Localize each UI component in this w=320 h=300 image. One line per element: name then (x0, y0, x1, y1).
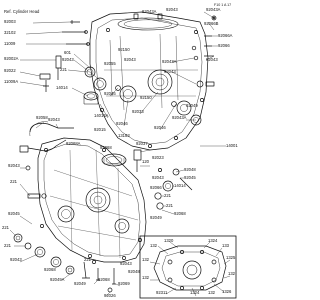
callout-92068-c: 92068 (98, 277, 110, 282)
lower-left-parts (13, 165, 116, 293)
inset-callout-1320: 1320 (164, 238, 174, 243)
callout-92002a: 92002A (4, 56, 19, 61)
inset-callout-1324-b: 1324 (190, 290, 200, 295)
callout-221-a: 221 (60, 67, 67, 72)
callout-92022: 92022 (4, 68, 16, 73)
inset-callout-132-e: 132 (208, 290, 215, 295)
inset-callout-133: 133 (222, 243, 229, 248)
callout-92049-d: 92049 (74, 281, 86, 286)
callout-14001: 14001 (226, 143, 238, 148)
callout-92068-b: 92068 (174, 211, 186, 216)
callout-92066-low: 92066 (150, 185, 162, 190)
callout-92046: 92046 (104, 91, 116, 96)
callout-92055: 92055 (104, 61, 116, 66)
callout-221-c: 221 (166, 203, 173, 208)
seal-and-bearing-parts-right (171, 15, 217, 126)
callout-92026: 92026 (104, 293, 116, 298)
crankcase-drawing (9, 11, 237, 299)
callout-92058: 92058 (36, 115, 48, 120)
callout-92068: 92068 (100, 145, 112, 150)
breather-tube (19, 121, 74, 153)
callout-92049-c: 92049 (150, 215, 162, 220)
inset-callout-92311: 92311 (156, 290, 168, 295)
callout-601: 601 (64, 50, 71, 55)
callout-92046-b: 92046 (116, 121, 128, 126)
callout-92043-tube: 92043 (48, 117, 60, 122)
callout-92068-d: 92068 (44, 267, 56, 272)
leader-lines (9, 11, 226, 297)
callout-92043a-low: 92043A (172, 115, 187, 120)
callout-92043-left: 92043 (8, 163, 20, 168)
callout-92066: 92066 (218, 43, 230, 48)
callout-14014a: 14014A (94, 113, 109, 118)
callout-92037: 92037 (136, 141, 148, 146)
inset-callout-1326: 1326 (222, 289, 232, 294)
callout-92045: 92045 (184, 175, 196, 180)
callout-92048: 92048 (184, 167, 196, 172)
callout-92003: 92003 (4, 19, 16, 24)
middle-shaft-parts (101, 149, 193, 210)
callout-92043-right: 92043 (206, 57, 218, 62)
callout-92043a-mid: 92043A (162, 59, 177, 64)
inset-callout-1324: 1324 (208, 238, 218, 243)
inset-callout-1325: 1325 (226, 255, 236, 260)
callout-221-g: 221 (84, 257, 91, 262)
callout-92069: 92069 (118, 281, 130, 286)
callout-14014-b: 14014 (174, 183, 186, 188)
callout-92048-b: 92048 (128, 269, 140, 274)
callout-32102: 32102 (4, 30, 16, 35)
callout-92033: 92033 (132, 109, 144, 114)
callout-92150: 92150 (118, 47, 130, 52)
callout-11009: 11009 (4, 41, 16, 46)
callout-92066a: 92066A (218, 33, 233, 38)
callout-92068a: 92068A (66, 141, 81, 146)
inset-detail (139, 235, 237, 299)
callout-92045-b: 92045 (8, 211, 20, 216)
inset-callout-132-c: 132 (142, 257, 149, 262)
diagram-reference-code: F10 1 A 17 (214, 3, 232, 7)
callout-92043-top: 92043 (166, 7, 178, 12)
callout-221-b: 221 (164, 193, 171, 198)
callout-14014: 14014 (56, 85, 68, 90)
callout-92043-mid: 92043 (164, 69, 176, 74)
callout-92150-b: 92150 (140, 95, 152, 100)
callout-221-e: 221 (2, 225, 9, 230)
callout-92049a: 92049A (50, 277, 65, 282)
callout-92043a-tr: 92043A (206, 7, 221, 12)
inset-callout-132-a: 132 (150, 243, 157, 248)
parts-diagram: F10 1 A 17 Ref. Cylinder Head 92003 3210… (2, 3, 238, 299)
callout-92015: 92015 (94, 127, 106, 132)
callout-92043-a: 92043 (62, 57, 74, 62)
callout-92049: 92049 (186, 103, 198, 108)
callout-221-d: 221 (10, 179, 17, 184)
callout-92023: 92023 (152, 155, 164, 160)
callout-ref-cylinder-head: Ref. Cylinder Head (4, 9, 40, 14)
lower-crankcase (37, 137, 147, 263)
callout-92043-ll: 92043 (10, 257, 22, 262)
callout-11009a: 11009A (4, 79, 19, 84)
callout-92043-bot: 92043 (120, 261, 132, 266)
callout-92046-c: 92046 (154, 125, 166, 130)
callout-92066b: 92066B (204, 21, 219, 26)
inset-callout-132-d: 132 (142, 275, 149, 280)
stud-and-bolt-parts (39, 20, 90, 92)
callout-92043-lowmid: 92043 (152, 175, 164, 180)
seal-and-bearing-parts-upper (83, 66, 121, 105)
callout-221-f: 221 (4, 243, 11, 248)
callout-92043a-top: 92043A (142, 9, 157, 14)
inset-callout-132-b: 132 (228, 271, 235, 276)
callout-92043-inner: 92043 (124, 57, 136, 62)
callout-120: 120 (142, 159, 149, 164)
callout-13183: 13183 (118, 133, 130, 138)
upper-crankcase (89, 11, 209, 151)
